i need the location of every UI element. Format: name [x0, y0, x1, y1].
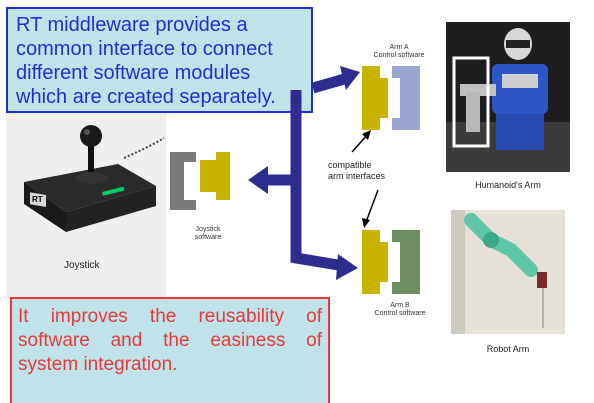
compatible-interfaces-label: compatible arm interfaces: [328, 160, 386, 181]
arm-a-block: [392, 66, 420, 130]
callout-rt-middleware: RT middleware provides a common interfac…: [6, 7, 313, 113]
humanoid-arm-label: Humanoid's Arm: [475, 180, 541, 190]
device-logo: RT: [32, 195, 43, 204]
arm-a-connector: [362, 66, 388, 130]
arrow-trunk: [290, 90, 345, 272]
humanoid-arm-photo: [446, 22, 570, 172]
robot-arm-photo: [451, 210, 565, 334]
arm-b-label: Arm B Control software: [374, 302, 426, 317]
joystick-software-block: [170, 152, 196, 210]
joystick-photo: RT: [6, 108, 166, 298]
joystick-software-label: Joystick software: [194, 226, 222, 241]
arm-a-label: Arm A Control software: [373, 44, 425, 59]
arm-b-block: [392, 230, 420, 294]
joystick-connector: [200, 152, 230, 200]
joystick-label: Joystick: [64, 260, 100, 271]
callout-reusability: It improves the reusability of software …: [10, 297, 330, 403]
arrow-to-arm-a: [311, 72, 350, 94]
arm-b-connector: [362, 230, 388, 294]
robot-arm-label: Robot Arm: [486, 344, 530, 354]
